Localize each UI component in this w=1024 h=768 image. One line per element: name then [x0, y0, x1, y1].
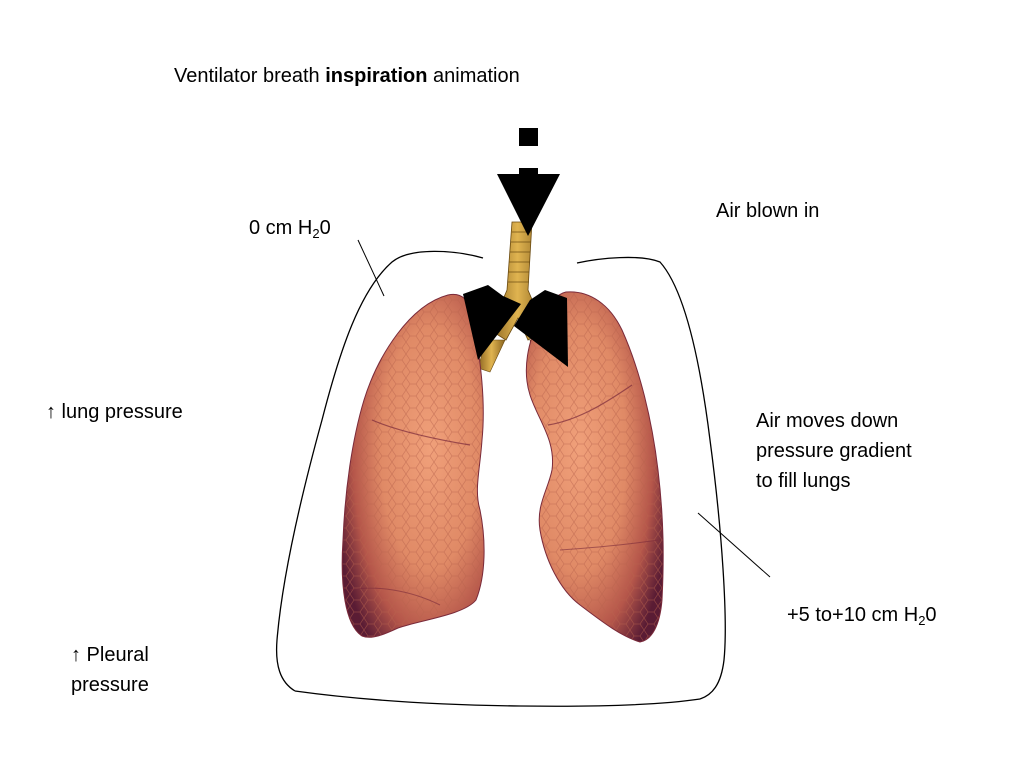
up-arrow-glyph: ↑ [46, 401, 56, 423]
pleural-outline-left [275, 250, 484, 692]
left-lung [341, 293, 485, 638]
pleural-outline-bottom [294, 690, 701, 707]
airway-pointer-line [357, 239, 385, 297]
pleural-pressure-label: ↑ Pleural pressure [71, 644, 149, 696]
pleural-outline-right [576, 256, 726, 700]
diagram-title: Ventilator breath inspiration animation [174, 65, 520, 87]
air-moves-label: Air moves down pressure gradient to fill… [756, 410, 912, 492]
pleural-pointer-line [697, 512, 771, 578]
right-lung [525, 291, 664, 643]
right-bronchus-arrow-icon [514, 290, 568, 367]
pleural-value-label: +5 to+10 cm H20 [787, 604, 937, 628]
left-bronchus-arrow-icon [463, 285, 521, 360]
lung-pressure-label: ↑ lung pressure [46, 401, 183, 423]
up-arrow-glyph: ↑ [71, 644, 81, 666]
airway-pressure-label: 0 cm H20 [249, 217, 331, 241]
down-arrow-icon [497, 128, 560, 236]
air-blown-in-label: Air blown in [716, 200, 820, 222]
